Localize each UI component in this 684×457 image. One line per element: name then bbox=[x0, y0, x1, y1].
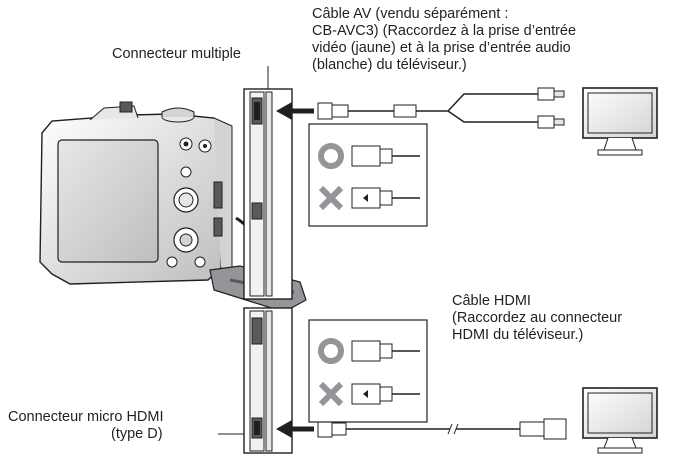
hdmi-cable-line-1: Câble HDMI bbox=[452, 293, 531, 309]
camera-button-icon bbox=[166, 256, 178, 268]
av-cable-line-2: CB-AVC3) (Raccordez à la prise d’entrée bbox=[312, 23, 577, 39]
av-cable-line-1: Câble AV (vendu séparément : bbox=[312, 6, 509, 22]
camera-button-icon bbox=[180, 166, 192, 178]
micro-hdmi-label: Connecteur micro HDMI (type D) bbox=[8, 409, 164, 443]
tv-icon bbox=[582, 87, 658, 156]
rca-plug-audio bbox=[537, 115, 555, 129]
circle-ok-icon bbox=[318, 143, 344, 169]
av-cable-line-3: vidéo (jaune) et à la prise d’entrée aud… bbox=[312, 40, 571, 56]
rca-plug-video bbox=[537, 87, 555, 101]
hdmi-cable-line-2: (Raccordez au connecteur bbox=[452, 310, 623, 326]
hdmi-connector-detail bbox=[243, 307, 567, 454]
micro-hdmi-line-2: (type D) bbox=[111, 426, 163, 442]
camera-button-icon bbox=[194, 256, 206, 268]
circle-ok-icon bbox=[318, 338, 344, 364]
av-cable-line-4: (blanche) du téléviseur.) bbox=[312, 57, 467, 73]
hdmi-plug bbox=[543, 418, 567, 440]
multi-connector-label: Connecteur multiple bbox=[112, 46, 241, 62]
tv-icon bbox=[582, 387, 658, 454]
av-connector-detail bbox=[243, 87, 565, 300]
hdmi-cable-line-3: HDMI du téléviseur.) bbox=[452, 327, 584, 343]
ferrite-core bbox=[393, 104, 417, 118]
micro-hdmi-line-1: Connecteur micro HDMI bbox=[8, 409, 164, 425]
av-cable-label: Câble AV (vendu séparément : CB-AVC3) (R… bbox=[312, 6, 576, 74]
cross-ng-icon bbox=[318, 185, 344, 211]
camera-screen bbox=[57, 139, 159, 263]
cross-ng-icon bbox=[318, 381, 344, 407]
hdmi-cable-label: Câble HDMI (Raccordez au connecteur HDMI… bbox=[452, 293, 622, 344]
